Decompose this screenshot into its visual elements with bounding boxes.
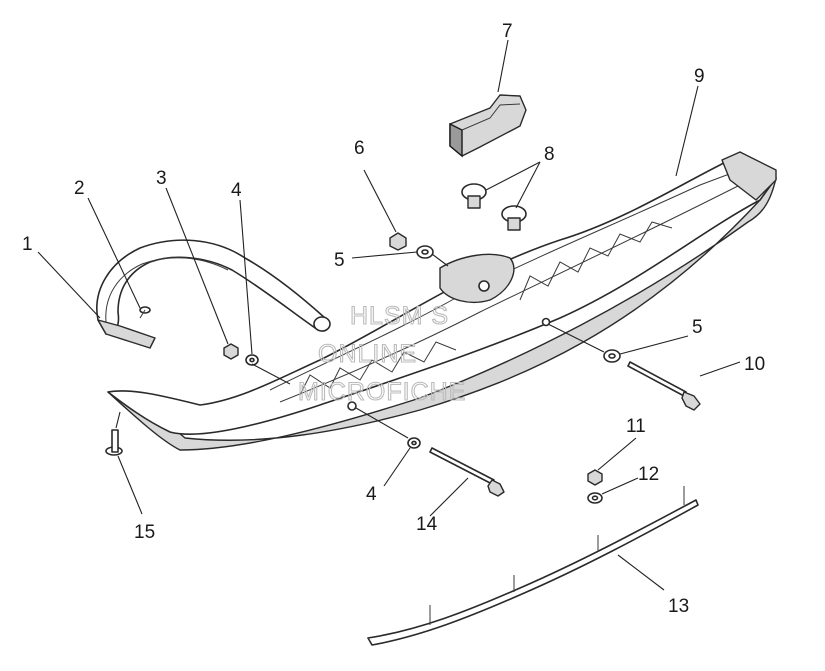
callout-10: 10: [744, 354, 765, 375]
washer-12: [587, 492, 603, 504]
callout-4-bottom: 4: [366, 484, 377, 505]
washer-4-top: [245, 354, 259, 366]
wear-bar: [367, 486, 699, 646]
washer-4-bottom: [407, 437, 421, 449]
callout-13: 13: [668, 596, 689, 617]
callout-3: 3: [156, 168, 167, 189]
callout-12: 12: [638, 464, 659, 485]
callouts: 1 2 3 4 5 6 7 8 9 5 10 11 12 13 14 4 15: [22, 21, 765, 617]
callout-14: 14: [416, 514, 438, 535]
nut-11: [587, 469, 603, 486]
washer-5-top: [416, 245, 434, 259]
watermark: HLSM S ONLINE MICROFICHE: [297, 301, 466, 406]
watermark-line3: MICROFICHE: [298, 378, 466, 406]
callout-8: 8: [544, 144, 555, 165]
leader-lines: [37, 39, 741, 591]
callout-2: 2: [74, 178, 85, 199]
callout-6: 6: [354, 138, 365, 159]
callout-1: 1: [22, 234, 33, 255]
spindle-bushings: [461, 183, 527, 231]
handle-bolt: [139, 306, 151, 319]
ski-block: [449, 94, 527, 158]
nut-6: [389, 232, 407, 251]
nut-3: [223, 343, 239, 360]
callout-5-bottom: 5: [692, 317, 703, 338]
spindle-bolt-10: [627, 361, 701, 411]
callout-7: 7: [502, 21, 513, 42]
callout-5-top: 5: [334, 250, 345, 271]
callout-11: 11: [626, 416, 646, 437]
callout-4-top: 4: [231, 180, 242, 201]
watermark-line1: HLSM S: [350, 302, 449, 330]
screw-15: [105, 429, 123, 456]
callout-15: 15: [134, 522, 155, 543]
ski-handle: [96, 239, 331, 349]
callout-9: 9: [694, 66, 705, 87]
washer-5-bottom: [603, 349, 621, 363]
bolt-14: [429, 447, 505, 497]
watermark-line2: ONLINE: [318, 340, 417, 368]
